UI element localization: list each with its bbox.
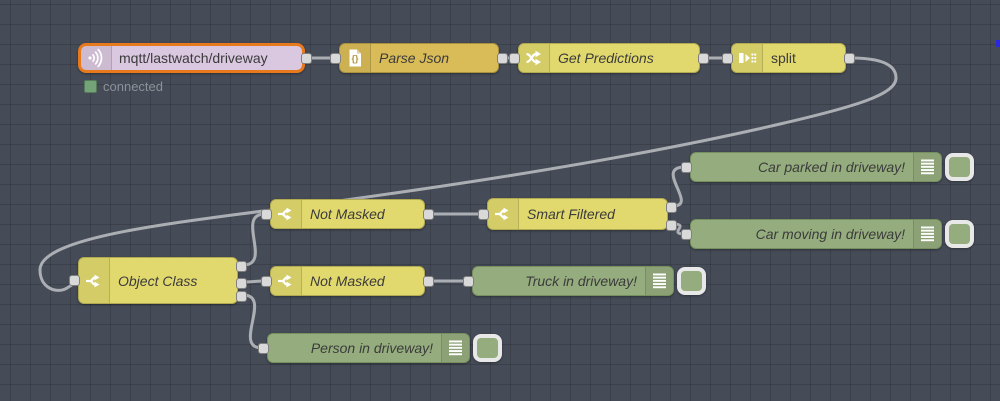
input-port[interactable] xyxy=(330,52,341,64)
node-status: connected xyxy=(84,79,163,94)
output-port-1[interactable] xyxy=(666,201,677,213)
debug-toggle-button[interactable] xyxy=(677,267,706,295)
node-smart-filtered[interactable]: Smart Filtered xyxy=(478,198,677,231)
input-port[interactable] xyxy=(478,208,489,220)
status-label: connected xyxy=(103,79,163,94)
debug-lines-icon xyxy=(441,334,469,362)
canvas-edge-marker xyxy=(996,40,1000,47)
node-debug-car-moving[interactable]: Car moving in driveway! xyxy=(681,219,974,249)
output-port-2[interactable] xyxy=(666,219,677,231)
node-parse-json[interactable]: {} Parse Json xyxy=(330,43,508,73)
output-port[interactable] xyxy=(698,52,709,64)
debug-lines-icon xyxy=(913,220,941,248)
output-port[interactable] xyxy=(301,52,312,64)
split-icon xyxy=(732,44,763,72)
switch-icon xyxy=(271,267,302,295)
node-label: split xyxy=(771,50,796,66)
node-label: Truck in driveway! xyxy=(525,273,637,289)
shuffle-icon xyxy=(519,44,550,72)
node-object-class[interactable]: Object Class xyxy=(69,257,247,304)
wire[interactable] xyxy=(241,212,267,267)
wire[interactable] xyxy=(241,293,264,350)
input-port[interactable] xyxy=(69,275,80,286)
node-mqtt-in[interactable]: mqtt/lastwatch/driveway xyxy=(78,43,312,73)
node-label: Car parked in driveway! xyxy=(757,159,905,175)
input-port[interactable] xyxy=(261,275,272,287)
node-debug-car-parked[interactable]: Car parked in driveway! xyxy=(681,152,974,182)
debug-toggle-button[interactable] xyxy=(473,334,502,362)
node-label: Smart Filtered xyxy=(527,206,615,222)
input-port[interactable] xyxy=(258,342,269,354)
input-port[interactable] xyxy=(261,208,272,220)
node-debug-person[interactable]: Person in driveway! xyxy=(258,333,502,363)
output-port-2[interactable] xyxy=(236,277,247,289)
node-label: Object Class xyxy=(118,272,198,289)
output-port[interactable] xyxy=(423,275,434,287)
node-label: Not Masked xyxy=(310,273,385,289)
switch-icon xyxy=(488,199,519,229)
output-port-3[interactable] xyxy=(236,290,247,302)
input-port[interactable] xyxy=(681,228,692,240)
output-port-1[interactable] xyxy=(236,260,247,272)
node-split[interactable]: split xyxy=(722,43,855,73)
json-file-icon: {} xyxy=(340,44,371,72)
output-port[interactable] xyxy=(497,52,508,64)
debug-toggle-button[interactable] xyxy=(945,220,974,248)
input-port[interactable] xyxy=(509,52,520,64)
output-port[interactable] xyxy=(423,208,434,220)
debug-toggle-button[interactable] xyxy=(945,153,974,181)
debug-lines-icon xyxy=(913,153,941,181)
switch-icon xyxy=(79,258,110,303)
input-port[interactable] xyxy=(463,275,474,287)
wire[interactable] xyxy=(671,165,687,208)
node-label: Person in driveway! xyxy=(310,340,433,356)
node-get-predictions[interactable]: Get Predictions xyxy=(509,43,709,73)
node-label: Parse Json xyxy=(379,50,450,66)
debug-lines-icon xyxy=(645,267,673,295)
input-port[interactable] xyxy=(722,52,733,64)
node-label: mqtt/lastwatch/driveway xyxy=(119,50,268,66)
node-label: Not Masked xyxy=(310,206,385,222)
node-not-masked-bottom[interactable]: Not Masked xyxy=(261,266,434,296)
svg-text:{}: {} xyxy=(351,54,359,64)
output-port[interactable] xyxy=(844,52,855,64)
input-port[interactable] xyxy=(681,161,692,173)
node-not-masked-top[interactable]: Not Masked xyxy=(261,199,434,229)
node-label: Get Predictions xyxy=(558,50,654,66)
status-dot xyxy=(84,80,97,93)
node-label: Car moving in driveway! xyxy=(755,226,905,242)
switch-icon xyxy=(271,200,302,228)
node-debug-truck[interactable]: Truck in driveway! xyxy=(463,266,706,296)
broadcast-icon xyxy=(81,46,112,70)
